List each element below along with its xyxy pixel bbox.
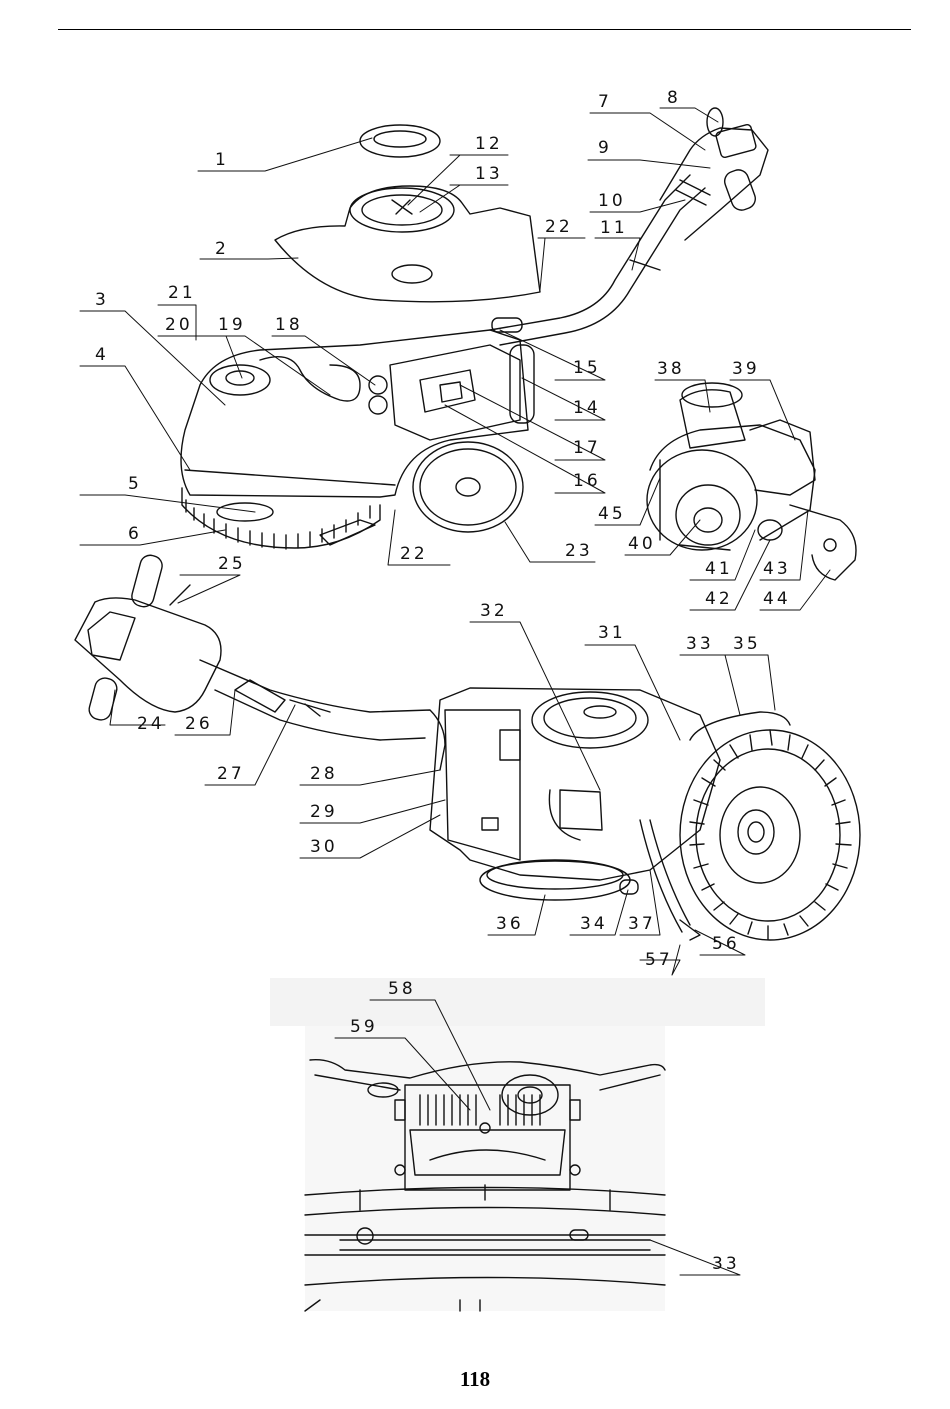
callout: 31 [598,623,626,643]
callout: 44 [763,589,791,609]
callout: 13 [475,164,503,184]
callout: 59 [350,1017,378,1037]
callout: 21 [168,283,196,303]
callout: 10 [598,191,626,211]
callout: 56 [712,934,740,954]
callout: 11 [600,218,628,238]
callout: 30 [310,837,338,857]
callout: 7 [598,92,612,112]
callout: 17 [573,438,601,458]
callout: 33 [712,1254,740,1274]
callout: 19 [218,315,246,335]
callout: 36 [496,914,524,934]
callout: 18 [275,315,303,335]
callout: 6 [128,524,142,544]
callout: 15 [573,358,601,378]
callout: 57 [645,950,673,970]
callout: 16 [573,471,601,491]
page-number: 118 [0,1367,950,1392]
callout: 2 [215,239,229,259]
callout: 9 [598,138,612,158]
callout: 33 [686,634,714,654]
callout: 22 [400,544,428,564]
callout: 20 [165,315,193,335]
callout: 25 [218,554,246,574]
callout: 8 [667,88,681,108]
callout: 40 [628,534,656,554]
callout: 23 [565,541,593,561]
callout: 26 [185,714,213,734]
motor-assembly-drawing [647,383,856,580]
inset-detail [270,978,765,1311]
callout: 29 [310,802,338,822]
callout: 41 [705,559,733,579]
callout: 45 [598,504,626,524]
callout: 12 [475,134,503,154]
callout: 5 [128,474,142,494]
callout: 37 [628,914,656,934]
callout: 28 [310,764,338,784]
callout: 43 [763,559,791,579]
middle-assembly-drawing [75,553,860,940]
callout: 34 [580,914,608,934]
callout: 4 [95,345,109,365]
callout: 38 [657,359,685,379]
callout: 1 [215,150,229,170]
callout: 35 [733,634,761,654]
callout: 14 [573,398,601,418]
callout: 3 [95,290,109,310]
callout: 22 [545,217,573,237]
callout: 42 [705,589,733,609]
callout: 24 [137,714,165,734]
callout: 58 [388,979,416,999]
callout: 27 [217,764,245,784]
callout: 32 [480,601,508,621]
callout: 39 [732,359,760,379]
